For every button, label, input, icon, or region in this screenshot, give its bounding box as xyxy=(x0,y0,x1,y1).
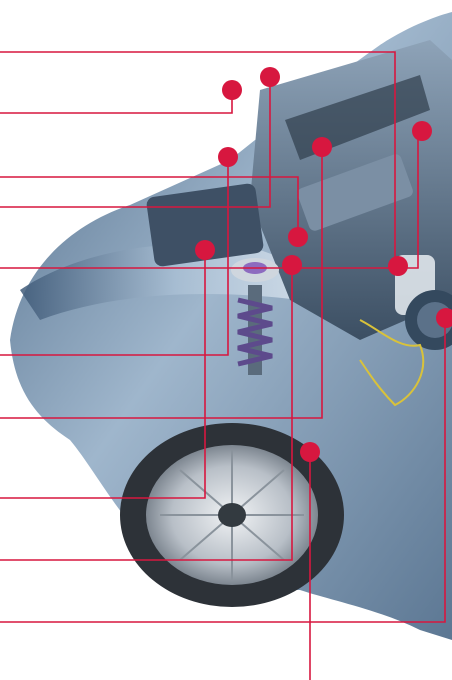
callout-dot xyxy=(312,137,332,157)
callout-dot xyxy=(300,442,320,462)
callout-dot xyxy=(222,80,242,100)
callout-dot xyxy=(260,67,280,87)
callout-dot xyxy=(288,227,308,247)
callout-dot xyxy=(412,121,432,141)
callout-dot xyxy=(218,147,238,167)
callout-dot xyxy=(195,240,215,260)
callout-dot xyxy=(282,255,302,275)
callout-dot xyxy=(388,256,408,276)
